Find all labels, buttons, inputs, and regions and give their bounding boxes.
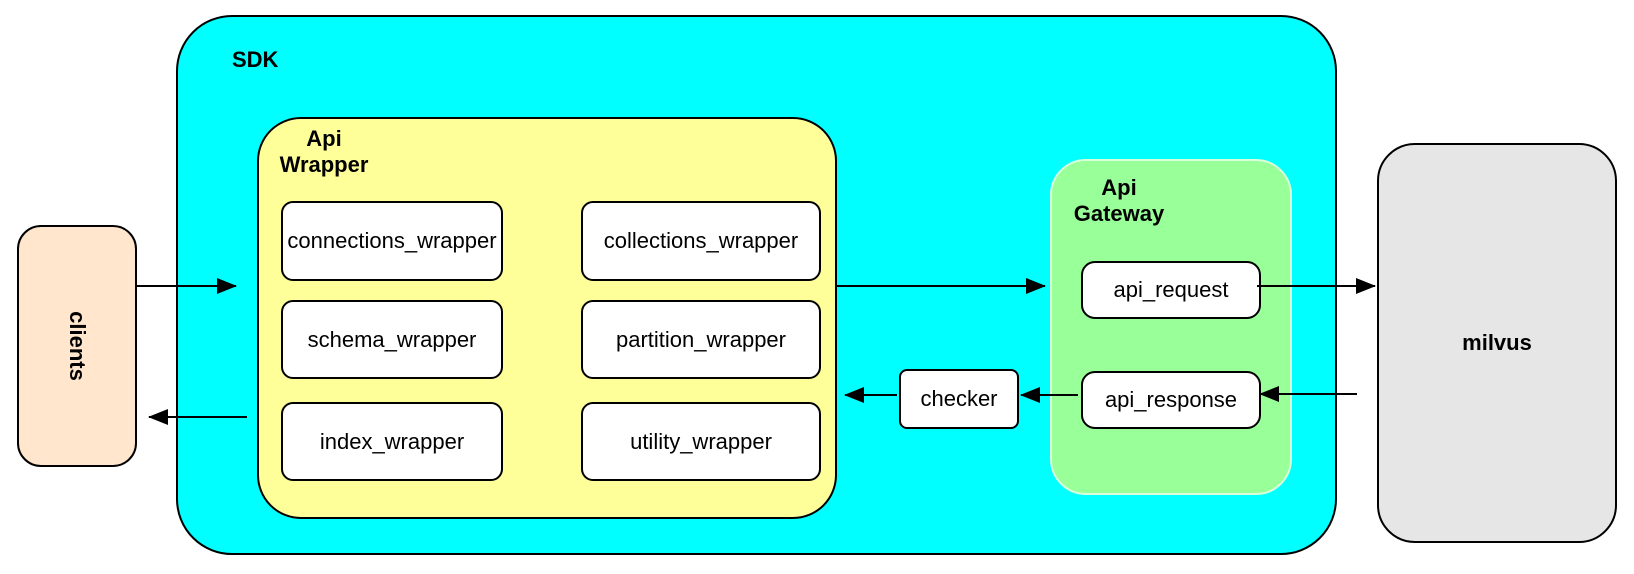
- connections-wrapper-label: connections_wrapper: [287, 228, 497, 253]
- index-wrapper-label: index_wrapper: [319, 428, 465, 454]
- sdk-container: SDK Api Wrapper connections_wrapper coll…: [176, 15, 1337, 555]
- utility-wrapper-node: utility_wrapper: [581, 402, 821, 481]
- sdk-label: SDK: [232, 47, 279, 72]
- milvus-label: milvus: [1462, 330, 1532, 355]
- collections-wrapper-label: collections_wrapper: [603, 228, 799, 253]
- checker-label: checker: [920, 386, 998, 411]
- schema-wrapper-node: schema_wrapper: [281, 300, 503, 379]
- api-wrapper-container: Api Wrapper connections_wrapper collecti…: [257, 117, 837, 519]
- schema-wrapper-label: schema_wrapper: [307, 326, 477, 352]
- clients-label: clients: [64, 311, 90, 381]
- index-wrapper-node: index_wrapper: [281, 402, 503, 481]
- utility-wrapper-label: utility_wrapper: [630, 428, 772, 454]
- collections-wrapper-node: collections_wrapper: [581, 201, 821, 281]
- api-request-node: api_request: [1081, 261, 1261, 319]
- clients-node: clients: [17, 225, 137, 467]
- api-gateway-container: Api Gateway api_request api_response: [1050, 159, 1292, 495]
- api-request-label: api_request: [1113, 277, 1229, 302]
- partition-wrapper-node: partition_wrapper: [581, 300, 821, 379]
- api-response-node: api_response: [1081, 371, 1261, 429]
- api-response-label: api_response: [1104, 387, 1238, 412]
- connections-wrapper-node: connections_wrapper: [281, 201, 503, 281]
- checker-node: checker: [899, 369, 1019, 429]
- api-gateway-label: Api Gateway: [1073, 175, 1165, 226]
- api-wrapper-label: Api Wrapper: [279, 126, 369, 177]
- milvus-node: milvus: [1377, 143, 1617, 543]
- partition-wrapper-label: partition_wrapper: [616, 326, 786, 352]
